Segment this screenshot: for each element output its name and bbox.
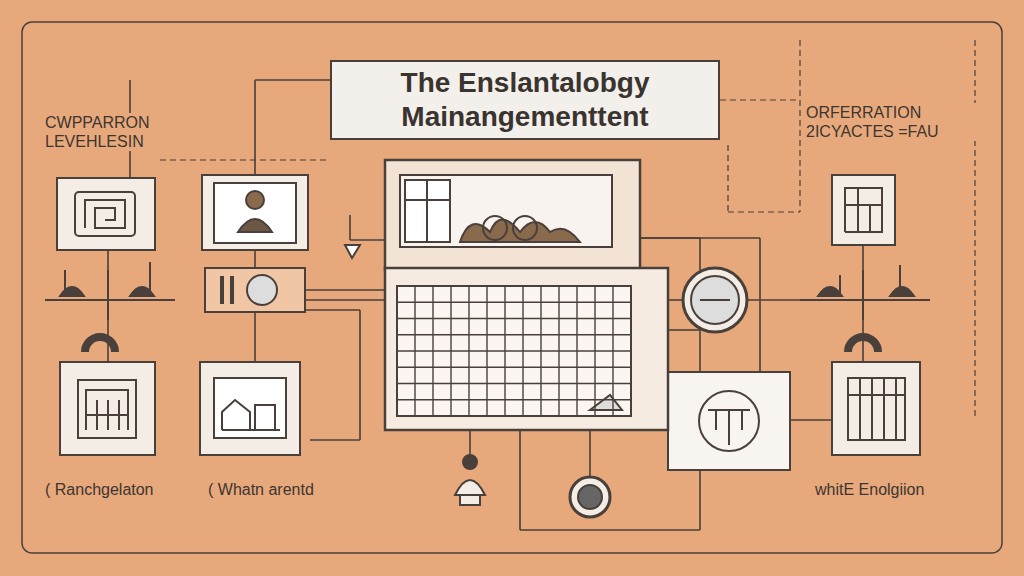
text-label: ORFERRATION 2ICYACTES =FAU bbox=[806, 103, 976, 141]
icon-boxes bbox=[57, 175, 920, 470]
text-label: whitE Enolgiion bbox=[815, 480, 985, 499]
diagram-title: The Enslantalobgy Mainangementtent bbox=[380, 66, 670, 134]
text-label: CWPPARRON LEVEHLESIN bbox=[45, 113, 195, 151]
bottom-figures bbox=[455, 455, 610, 517]
wires bbox=[108, 80, 863, 530]
frame-border bbox=[22, 22, 1002, 553]
text-label: ( Whatn arentd bbox=[208, 480, 358, 499]
text-label: ( Ranchgelaton bbox=[45, 480, 195, 499]
keyboard-grid bbox=[397, 286, 631, 416]
title-box: The Enslantalobgy Mainangementtent bbox=[330, 60, 720, 140]
laptop-illustration bbox=[345, 160, 668, 430]
